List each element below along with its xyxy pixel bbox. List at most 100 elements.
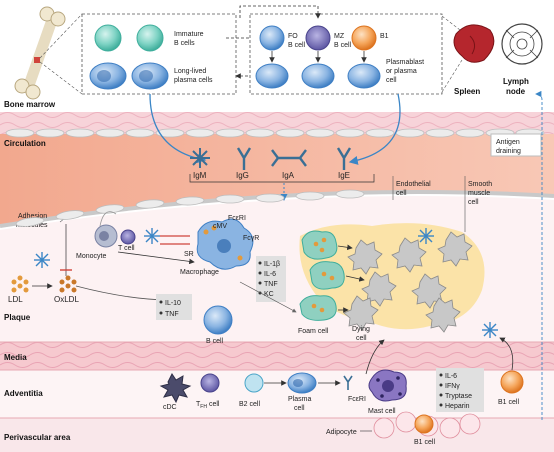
b-cells-label: B cells	[174, 40, 195, 47]
perivascular-b1-cell	[414, 414, 434, 434]
igg-icon	[236, 147, 252, 170]
perivascular-b1-label: B1 cell	[414, 439, 435, 446]
monocyte-cell	[94, 211, 118, 248]
perivascular-label: Perivascular area	[4, 433, 71, 442]
endothelial-cells-wall	[15, 189, 365, 227]
cdc-label: cDC	[163, 404, 177, 411]
sr-label: SR	[184, 251, 194, 258]
plaque-b-cell-label: B cell	[206, 338, 224, 345]
snowflake-antigen-1	[34, 252, 50, 268]
fcgr-label: FcγR	[243, 235, 259, 242]
foam-cell-top	[301, 230, 338, 260]
bcell-factor-item: TNF	[165, 311, 179, 318]
cell-label: cell	[386, 77, 397, 84]
adventitia-b1-cell	[500, 370, 524, 394]
antibody-bracket	[189, 174, 375, 183]
foam-cell-label: Foam cell	[298, 328, 329, 335]
antigen-draining-box	[490, 133, 542, 157]
oxldl-particles	[59, 275, 77, 293]
mast-factor-item: IL-6	[445, 373, 457, 380]
cytokine-item: KC	[264, 291, 274, 298]
adventitia-b1-label: B1 cell	[498, 399, 519, 406]
fo-label: FO	[288, 33, 298, 40]
iga-label: IgA	[282, 171, 295, 180]
dying-cell-label: cell	[356, 335, 367, 342]
ige-small-icon	[343, 375, 353, 390]
snowflake-antigen-2	[144, 228, 160, 244]
spleen-icon	[453, 24, 495, 63]
snowflake-antigen-4	[482, 322, 498, 338]
mz-b-cell-label: B cell	[334, 42, 352, 49]
b1-b-cell	[351, 25, 377, 51]
smooth-label: Smooth	[468, 181, 492, 188]
antigen-label: Antigen	[496, 139, 520, 146]
adhesion-label: Adhesion	[18, 213, 47, 220]
media-label: Media	[4, 353, 27, 362]
igm-label: IgM	[193, 171, 207, 180]
ige-label: IgE	[338, 171, 350, 180]
mz-b-cell	[305, 25, 331, 51]
t-cell	[120, 229, 136, 245]
cytokine-item: IL-6	[264, 271, 276, 278]
macrophage-cell	[196, 218, 254, 270]
tfh-label-cell: cell	[209, 401, 220, 408]
circulation-label: Circulation	[4, 139, 46, 148]
fceri-label: FcεRI	[228, 215, 246, 222]
tfh-cell	[200, 373, 220, 393]
tfh-label-main: T	[196, 401, 201, 408]
adventitia-fceri-label: FcεRI	[348, 396, 366, 403]
macrophage-cytokine-list: IL-1β IL-6 TNF KC	[258, 261, 280, 298]
spleen-label: Spleen	[454, 87, 480, 96]
mast-factor-item: Tryptase	[445, 393, 472, 400]
cytokine-item: IL-1β	[264, 261, 280, 268]
mast-cell	[368, 369, 407, 402]
node-label: node	[506, 87, 526, 96]
plaque-b-cell	[203, 305, 233, 335]
b1-label: B1	[380, 33, 389, 40]
plasma-cells-label: plasma cells	[174, 77, 213, 84]
plaque-label: Plaque	[4, 313, 31, 322]
plasma-label: Plasma	[288, 396, 311, 403]
mz-label: MZ	[334, 33, 345, 40]
immature-label: Immature	[174, 31, 204, 38]
antigen-draining-arrow	[535, 90, 543, 420]
long-lived-plasma-cells	[89, 62, 169, 90]
cdc-cell	[159, 373, 192, 404]
macrophage-label: Macrophage	[180, 269, 219, 276]
bone-marrow-label: Bone marrow	[4, 100, 56, 109]
adventitia-plasma-cell	[287, 372, 317, 394]
mast-factor-list: IL-6 IFNγ Tryptase Heparin	[439, 373, 472, 410]
fo-b-cell	[259, 25, 285, 51]
adventitia-label: Adventitia	[4, 389, 43, 398]
mast-factor-box	[436, 368, 484, 412]
dying-label: Dying	[352, 326, 370, 333]
immature-b-cells	[94, 24, 164, 52]
arrow-periphery-to-circulation	[348, 93, 401, 165]
dying-cells	[343, 231, 473, 333]
ldl-label: LDL	[8, 295, 23, 304]
foam-cell-middle	[309, 261, 345, 290]
snowflake-antigen-3	[418, 228, 434, 244]
b2-cell	[244, 373, 264, 393]
long-lived-label: Long-lived	[174, 68, 206, 75]
bcell-factor-box	[156, 294, 192, 320]
tfh-label-sub: FH	[200, 404, 207, 410]
smooth-cell-label: cell	[468, 199, 479, 206]
bone-icon	[14, 6, 66, 100]
mast-factor-item: IFNγ	[445, 383, 460, 390]
lymph-node-icon	[501, 23, 543, 65]
monocyte-label: Monocyte	[76, 253, 106, 260]
b2-cell-label: B2 cell	[239, 401, 260, 408]
plasmablast-label: Plasmablast	[386, 59, 424, 66]
foam-cell-bottom	[299, 295, 337, 321]
igg-label: IgG	[236, 171, 249, 180]
endothelial-label: Endothelial	[396, 181, 431, 188]
or-plasma-label: or plasma	[386, 68, 417, 75]
mast-cell-label: Mast cell	[368, 408, 396, 415]
igm-icon	[190, 148, 210, 168]
endothelial-cell-label: cell	[396, 190, 407, 197]
draining-label: draining	[496, 148, 521, 155]
